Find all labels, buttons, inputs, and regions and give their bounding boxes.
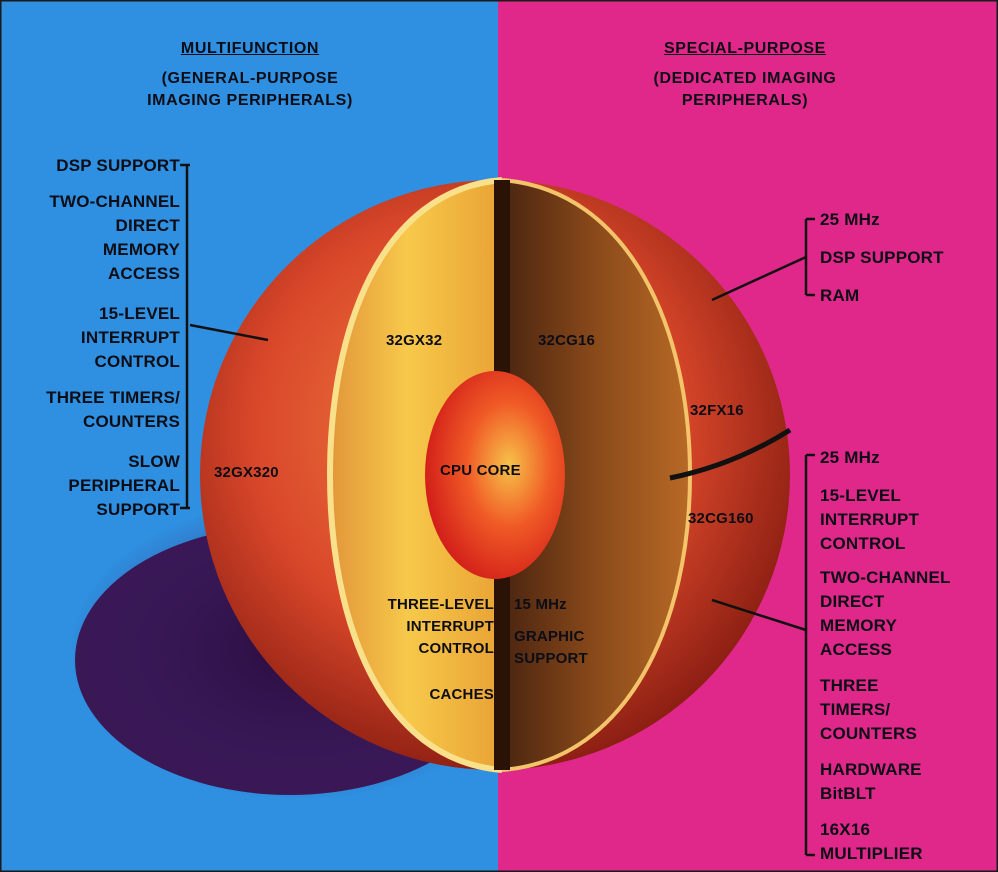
label-cpu-core: CPU CORE: [440, 460, 521, 482]
left-heading-sub1: (GENERAL-PURPOSE: [130, 68, 370, 90]
inner-three-level: THREE-LEVEL: [388, 594, 494, 616]
right-bottom-feature-multiplier: MULTIPLIER: [820, 842, 923, 866]
right-top-feature-ram: RAM: [820, 284, 859, 308]
right-bottom-feature-three: THREE: [820, 674, 879, 698]
left-feature-15-level: 15-LEVEL: [99, 302, 180, 326]
left-feature-interrupt: INTERRUPT: [81, 326, 180, 350]
right-bottom-feature-15-level: 15-LEVEL: [820, 484, 901, 508]
left-feature-counters: COUNTERS: [83, 410, 180, 434]
right-bottom-feature-hardware: HARDWARE: [820, 758, 922, 782]
right-bottom-feature-control: CONTROL: [820, 532, 905, 556]
right-bottom-feature-access: ACCESS: [820, 638, 892, 662]
right-bottom-feature-timers: TIMERS/: [820, 698, 890, 722]
right-bottom-feature-interrupt: INTERRUPT: [820, 508, 919, 532]
left-feature-dsp-support: DSP SUPPORT: [56, 154, 180, 178]
left-feature-support: SUPPORT: [96, 498, 180, 522]
inner-interrupt: INTERRUPT: [406, 616, 494, 638]
label-32cg16: 32CG16: [538, 330, 595, 352]
inner-15mhz: 15 MHz: [514, 594, 567, 616]
inner-caches: CACHES: [429, 684, 494, 706]
label-32cg160: 32CG160: [688, 508, 754, 530]
left-feature-slow: SLOW: [128, 450, 180, 474]
right-bottom-feature-memory: MEMORY: [820, 614, 897, 638]
right-bottom-feature-two-channel: TWO-CHANNEL: [820, 566, 951, 590]
right-top-feature-25mhz: 25 MHz: [820, 208, 880, 232]
left-feature-access: ACCESS: [108, 262, 180, 286]
right-top-feature-dsp-support: DSP SUPPORT: [820, 246, 944, 270]
label-32gx32: 32GX32: [386, 330, 442, 352]
right-bottom-feature-counters: COUNTERS: [820, 722, 917, 746]
inner-control: CONTROL: [418, 638, 494, 660]
left-feature-three-timers: THREE TIMERS/: [46, 386, 180, 410]
left-feature-peripheral: PERIPHERAL: [68, 474, 180, 498]
label-32fx16: 32FX16: [690, 400, 744, 422]
right-bottom-feature-bitblt: BitBLT: [820, 782, 876, 806]
right-heading-sub1: (DEDICATED IMAGING: [620, 68, 870, 90]
label-32gx320: 32GX320: [214, 462, 279, 484]
left-feature-control: CONTROL: [95, 350, 180, 374]
left-feature-two-channel: TWO-CHANNEL: [49, 190, 180, 214]
inner-support: SUPPORT: [514, 648, 588, 670]
right-heading-title: SPECIAL-PURPOSE: [640, 38, 850, 60]
left-feature-direct: DIRECT: [116, 214, 180, 238]
right-bottom-feature-direct: DIRECT: [820, 590, 884, 614]
left-heading-sub2: IMAGING PERIPHERALS): [130, 90, 370, 112]
left-feature-memory: MEMORY: [103, 238, 180, 262]
left-heading-title: MULTIFUNCTION: [150, 38, 350, 60]
right-bottom-feature-25mhz: 25 MHz: [820, 446, 880, 470]
right-heading-sub2: PERIPHERALS): [620, 90, 870, 112]
right-bottom-feature-16x16: 16X16: [820, 818, 870, 842]
inner-graphic: GRAPHIC: [514, 626, 585, 648]
